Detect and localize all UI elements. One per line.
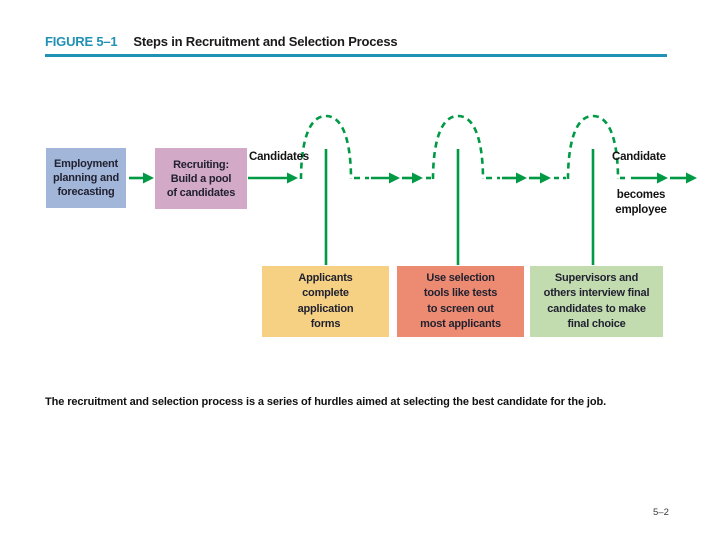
figure-label: FIGURE 5–1 bbox=[45, 34, 118, 49]
arrowhead bbox=[143, 172, 154, 184]
page-title: Steps in Recruitment and Selection Proce… bbox=[133, 34, 398, 49]
title-underline-rule bbox=[45, 54, 667, 57]
label-line: becomes bbox=[616, 189, 666, 201]
box-line: Use selection bbox=[426, 271, 495, 284]
page-number: 5–2 bbox=[653, 507, 669, 518]
box-line: application bbox=[297, 302, 354, 315]
arrowhead bbox=[540, 172, 551, 184]
box-line: of candidates bbox=[166, 186, 236, 199]
hurdle-arc-1 bbox=[299, 114, 353, 180]
box-employment-planning: Employment planning and forecasting bbox=[46, 148, 126, 208]
slide-header: FIGURE 5–1 Steps in Recruitment and Selec… bbox=[45, 34, 398, 49]
arrowhead bbox=[412, 172, 423, 184]
box-line: planning and bbox=[52, 172, 120, 184]
box-recruiting: Recruiting: Build a pool of candidates bbox=[155, 148, 247, 209]
box-final-interview: Supervisors and others interview final c… bbox=[530, 266, 663, 337]
arrowhead bbox=[389, 172, 400, 184]
arrowhead bbox=[516, 172, 527, 184]
box-line: Build a pool bbox=[170, 172, 232, 185]
label-line: employee bbox=[615, 203, 667, 216]
hurdle-arc-2 bbox=[431, 114, 485, 180]
label-candidates: Candidates bbox=[249, 151, 309, 163]
box-line: forms bbox=[310, 318, 341, 330]
box-line: to screen out bbox=[427, 302, 494, 315]
box-application-forms: Applicants complete application forms bbox=[262, 266, 389, 337]
label-becomes-employee: becomes employee bbox=[601, 188, 681, 217]
box-line: others interview final bbox=[543, 287, 650, 299]
slide-caption: The recruitment and selection process is… bbox=[45, 396, 607, 408]
box-line: final choice bbox=[567, 318, 626, 330]
box-line: forecasting bbox=[57, 186, 115, 198]
box-line: complete bbox=[302, 287, 349, 299]
box-line: Applicants bbox=[298, 271, 353, 284]
box-line: candidates to make bbox=[547, 302, 646, 315]
box-line: tools like tests bbox=[423, 287, 498, 299]
label-candidate: Candidate bbox=[612, 151, 666, 163]
arrowhead bbox=[657, 172, 668, 184]
box-line: Employment bbox=[53, 158, 118, 170]
box-selection-tools: Use selection tools like tests to screen… bbox=[397, 266, 524, 337]
hurdle-arc-3 bbox=[566, 114, 620, 180]
box-line: most applicants bbox=[420, 318, 501, 330]
box-line: Recruiting: bbox=[173, 158, 229, 171]
arrowhead bbox=[287, 172, 298, 184]
box-line: Supervisors and bbox=[554, 271, 639, 284]
arrowhead bbox=[686, 172, 697, 184]
